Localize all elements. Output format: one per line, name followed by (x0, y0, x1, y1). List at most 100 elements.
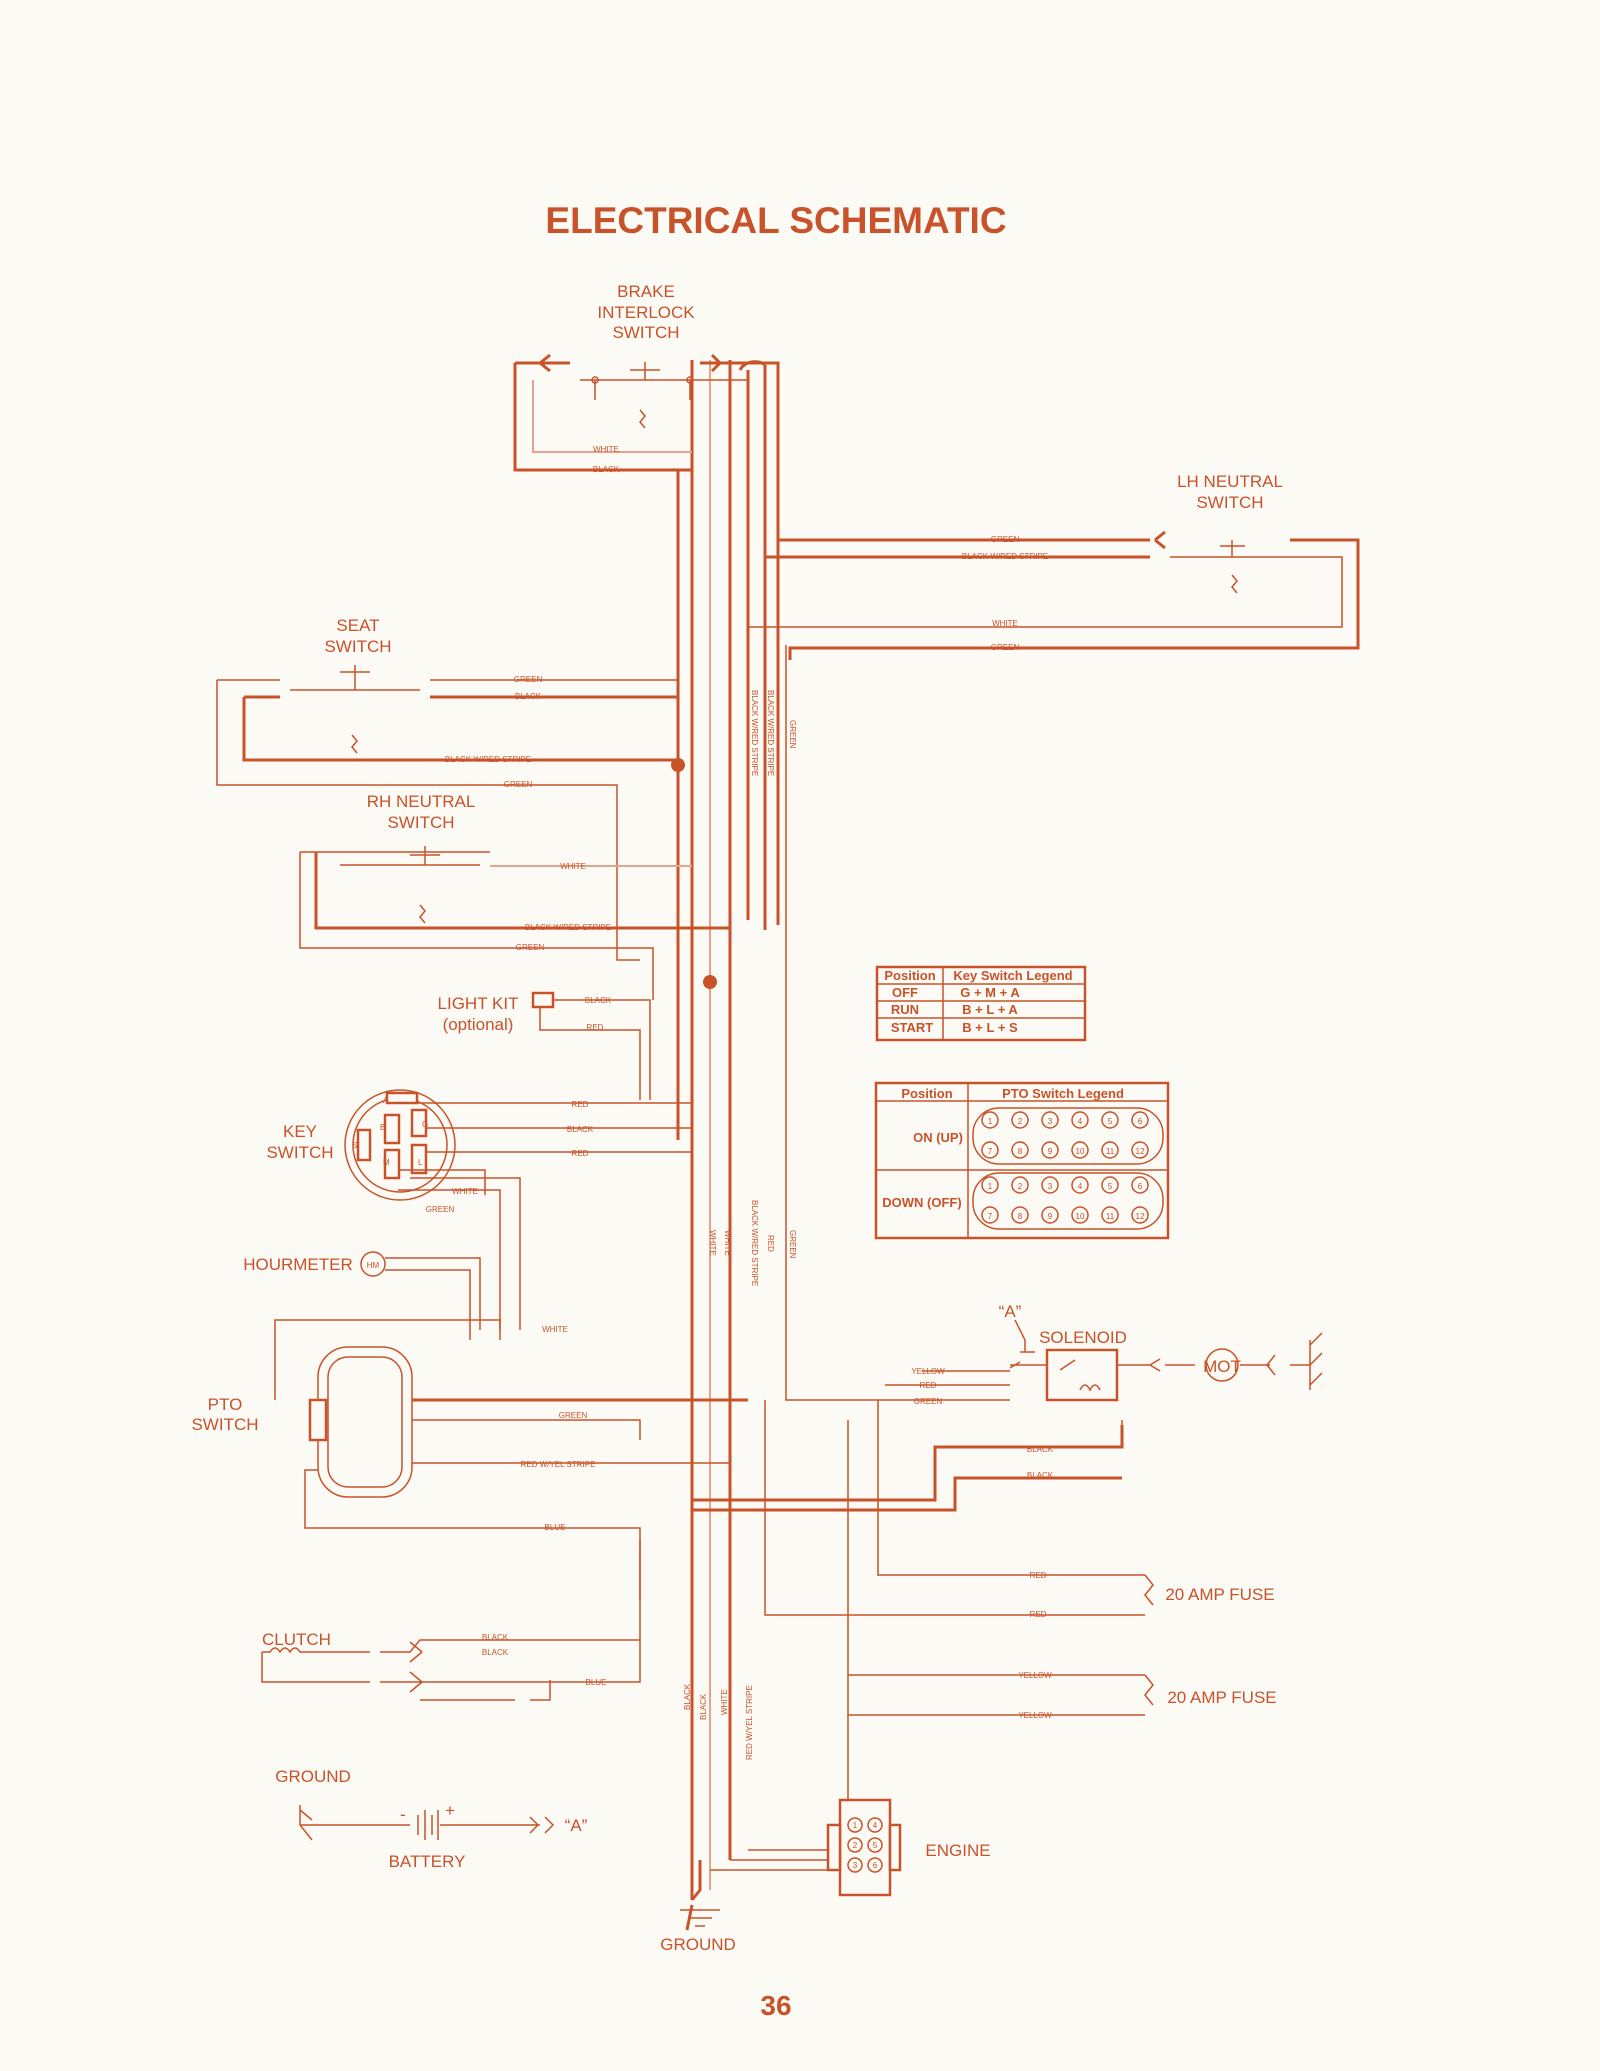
vlabel-black-1: BLACK (683, 1683, 692, 1710)
page-number: 36 (760, 1990, 792, 2021)
pto-pin-circle (1011, 1141, 1029, 1159)
page-title: ELECTRICAL SCHEMATIC (545, 200, 1007, 241)
pto-pin-number: 4 (1078, 1117, 1083, 1126)
pto-label-2: SWITCH (191, 1415, 258, 1434)
ground-bottom: GROUND (660, 1909, 736, 1954)
mot-label: MOT (1203, 1357, 1241, 1376)
wire-label-red-sol: RED (920, 1381, 937, 1390)
pto-pin-number: 5 (1108, 1117, 1113, 1126)
pto-pin-number: 12 (1136, 1212, 1145, 1221)
light-kit-label-1: LIGHT KIT (438, 994, 519, 1013)
pto-pin-circle (1011, 1176, 1029, 1194)
hourmeter-label: HOURMETER (243, 1255, 353, 1274)
solenoid: “A” SOLENOID MOT YELLOW RED GREEN BLACK … (692, 1302, 1323, 1512)
seat-switch: SEAT SWITCH GREEN BLACK BLACK W/RED STRI… (216, 616, 678, 961)
fuse1-label: 20 AMP FUSE (1165, 1585, 1274, 1604)
light-kit-label-2: (optional) (443, 1015, 514, 1034)
battery-minus: - (400, 1805, 406, 1824)
pto-pin-circle (1131, 1111, 1149, 1129)
wire-label-white-key: WHITE (452, 1187, 478, 1196)
pto-pin-circle (981, 1111, 999, 1129)
wire-label-black-key: BLACK (567, 1125, 594, 1134)
key-legend-h2: Key Switch Legend (953, 968, 1072, 983)
key-term-b: B (380, 1123, 385, 1132)
engine-pin-circle (847, 1817, 863, 1833)
lh-label-2: SWITCH (1196, 493, 1263, 512)
pto-pin-number: 11 (1106, 1147, 1115, 1156)
wire-label-bws-rh: BLACK W/RED STRIPE (525, 923, 611, 932)
key-term-m: M (383, 1158, 390, 1167)
wire-label-red-fuse1: RED (1030, 1571, 1047, 1580)
pto-pin-circle (981, 1176, 999, 1194)
wire-label-black-brake: BLACK (593, 465, 620, 474)
vlabel-ryel: RED W/YEL STRIPE (745, 1685, 754, 1760)
pto-pin-number: 10 (1076, 1147, 1085, 1156)
hm-label: HM (367, 1261, 380, 1270)
wire-label-white-brake: WHITE (593, 445, 619, 454)
splice-dot-1 (671, 758, 685, 772)
fuse-group: RED RED YELLOW YELLOW 20 AMP FUSE 20 AMP… (764, 1400, 1277, 1720)
engine-pin-circle (867, 1817, 883, 1833)
pto-legend-h1: Position (901, 1086, 952, 1101)
pto-pin-number: 4 (1078, 1182, 1083, 1191)
pto-pin-number: 12 (1136, 1147, 1145, 1156)
pto-pin-number: 3 (1048, 1117, 1053, 1126)
engine-pin-circle (867, 1857, 883, 1873)
key-legend-h1: Position (884, 968, 935, 983)
battery-group: GROUND - + “A” BATTERY (275, 1767, 587, 1871)
wire-label-green-seat: GREEN (514, 675, 543, 684)
wire-label-black-clutch2: BLACK (482, 1648, 509, 1657)
pto-pin-number: 2 (1018, 1117, 1023, 1126)
wire-label-black-clutch1: BLACK (482, 1633, 509, 1642)
wire-harness-trunk (676, 360, 870, 1931)
wire-label-black-sol1: BLACK (1027, 1445, 1054, 1454)
engine-label: ENGINE (925, 1841, 990, 1860)
pto-legend-h2: PTO Switch Legend (1002, 1086, 1124, 1101)
pto-pin-circle (981, 1141, 999, 1159)
wire-label-blue-pto: BLUE (545, 1523, 566, 1532)
rh-label-2: SWITCH (387, 813, 454, 832)
pto-pin-circle (1131, 1141, 1149, 1159)
pto-pin-number: 10 (1076, 1212, 1085, 1221)
pto-legend-on: ON (UP) (913, 1130, 963, 1145)
wire-label-white-lh: WHITE (992, 619, 1018, 628)
pto-pin-number: 6 (1138, 1182, 1143, 1191)
pto-switch-legend: Position PTO Switch Legend ON (UP) DOWN … (874, 1081, 1170, 1240)
wire-label-red-key2: RED (572, 1149, 589, 1158)
wire-label-green-sol: GREEN (914, 1397, 943, 1406)
wire-label-black-light: BLACK (585, 996, 612, 1005)
vlabel-white-3: WHITE (720, 1689, 729, 1715)
hourmeter: HOURMETER HM (243, 1251, 481, 1340)
ref-a-battery: “A” (565, 1816, 588, 1835)
engine-pin-number: 3 (853, 1861, 858, 1870)
wire-label-red-key1: RED (572, 1100, 589, 1109)
ref-a-solenoid: “A” (999, 1302, 1022, 1321)
wire-label-black-seat: BLACK (515, 692, 542, 701)
pto-pin-number: 9 (1048, 1147, 1053, 1156)
pto-pin-circle (1041, 1141, 1059, 1159)
vlabel-bws-1: BLACK W/RED STRIPE (750, 690, 759, 776)
ground-bottom-label: GROUND (660, 1935, 736, 1954)
wire-label-green-rh: GREEN (516, 943, 545, 952)
battery-plus: + (445, 1801, 455, 1820)
clutch-label: CLUTCH (262, 1630, 331, 1649)
pto-pin-circle (1101, 1176, 1119, 1194)
pto-pin-number: 8 (1018, 1212, 1023, 1221)
engine-pin-number: 1 (853, 1821, 858, 1830)
key-term-g: G (422, 1120, 428, 1129)
vlabel-bws-2: BLACK W/RED STRIPE (766, 690, 775, 776)
pto-legend-off: DOWN (OFF) (882, 1195, 961, 1210)
wire-label-blue-clutch: BLUE (586, 1678, 607, 1687)
ground-top-label: GROUND (275, 1767, 351, 1786)
pto-pin-circle (1071, 1176, 1089, 1194)
pto-pin-circle (1101, 1141, 1119, 1159)
key-label-2: SWITCH (266, 1143, 333, 1162)
pto-pin-circle (1041, 1206, 1059, 1224)
wire-label-green-key: GREEN (426, 1205, 455, 1214)
vlabel-white-2: WHITE (723, 1230, 732, 1256)
pto-pin-circle (1101, 1111, 1119, 1129)
brake-label-1: BRAKE (617, 282, 675, 301)
wire-label-black-sol2: BLACK (1027, 1471, 1054, 1480)
key-term-s: S (352, 1141, 357, 1150)
